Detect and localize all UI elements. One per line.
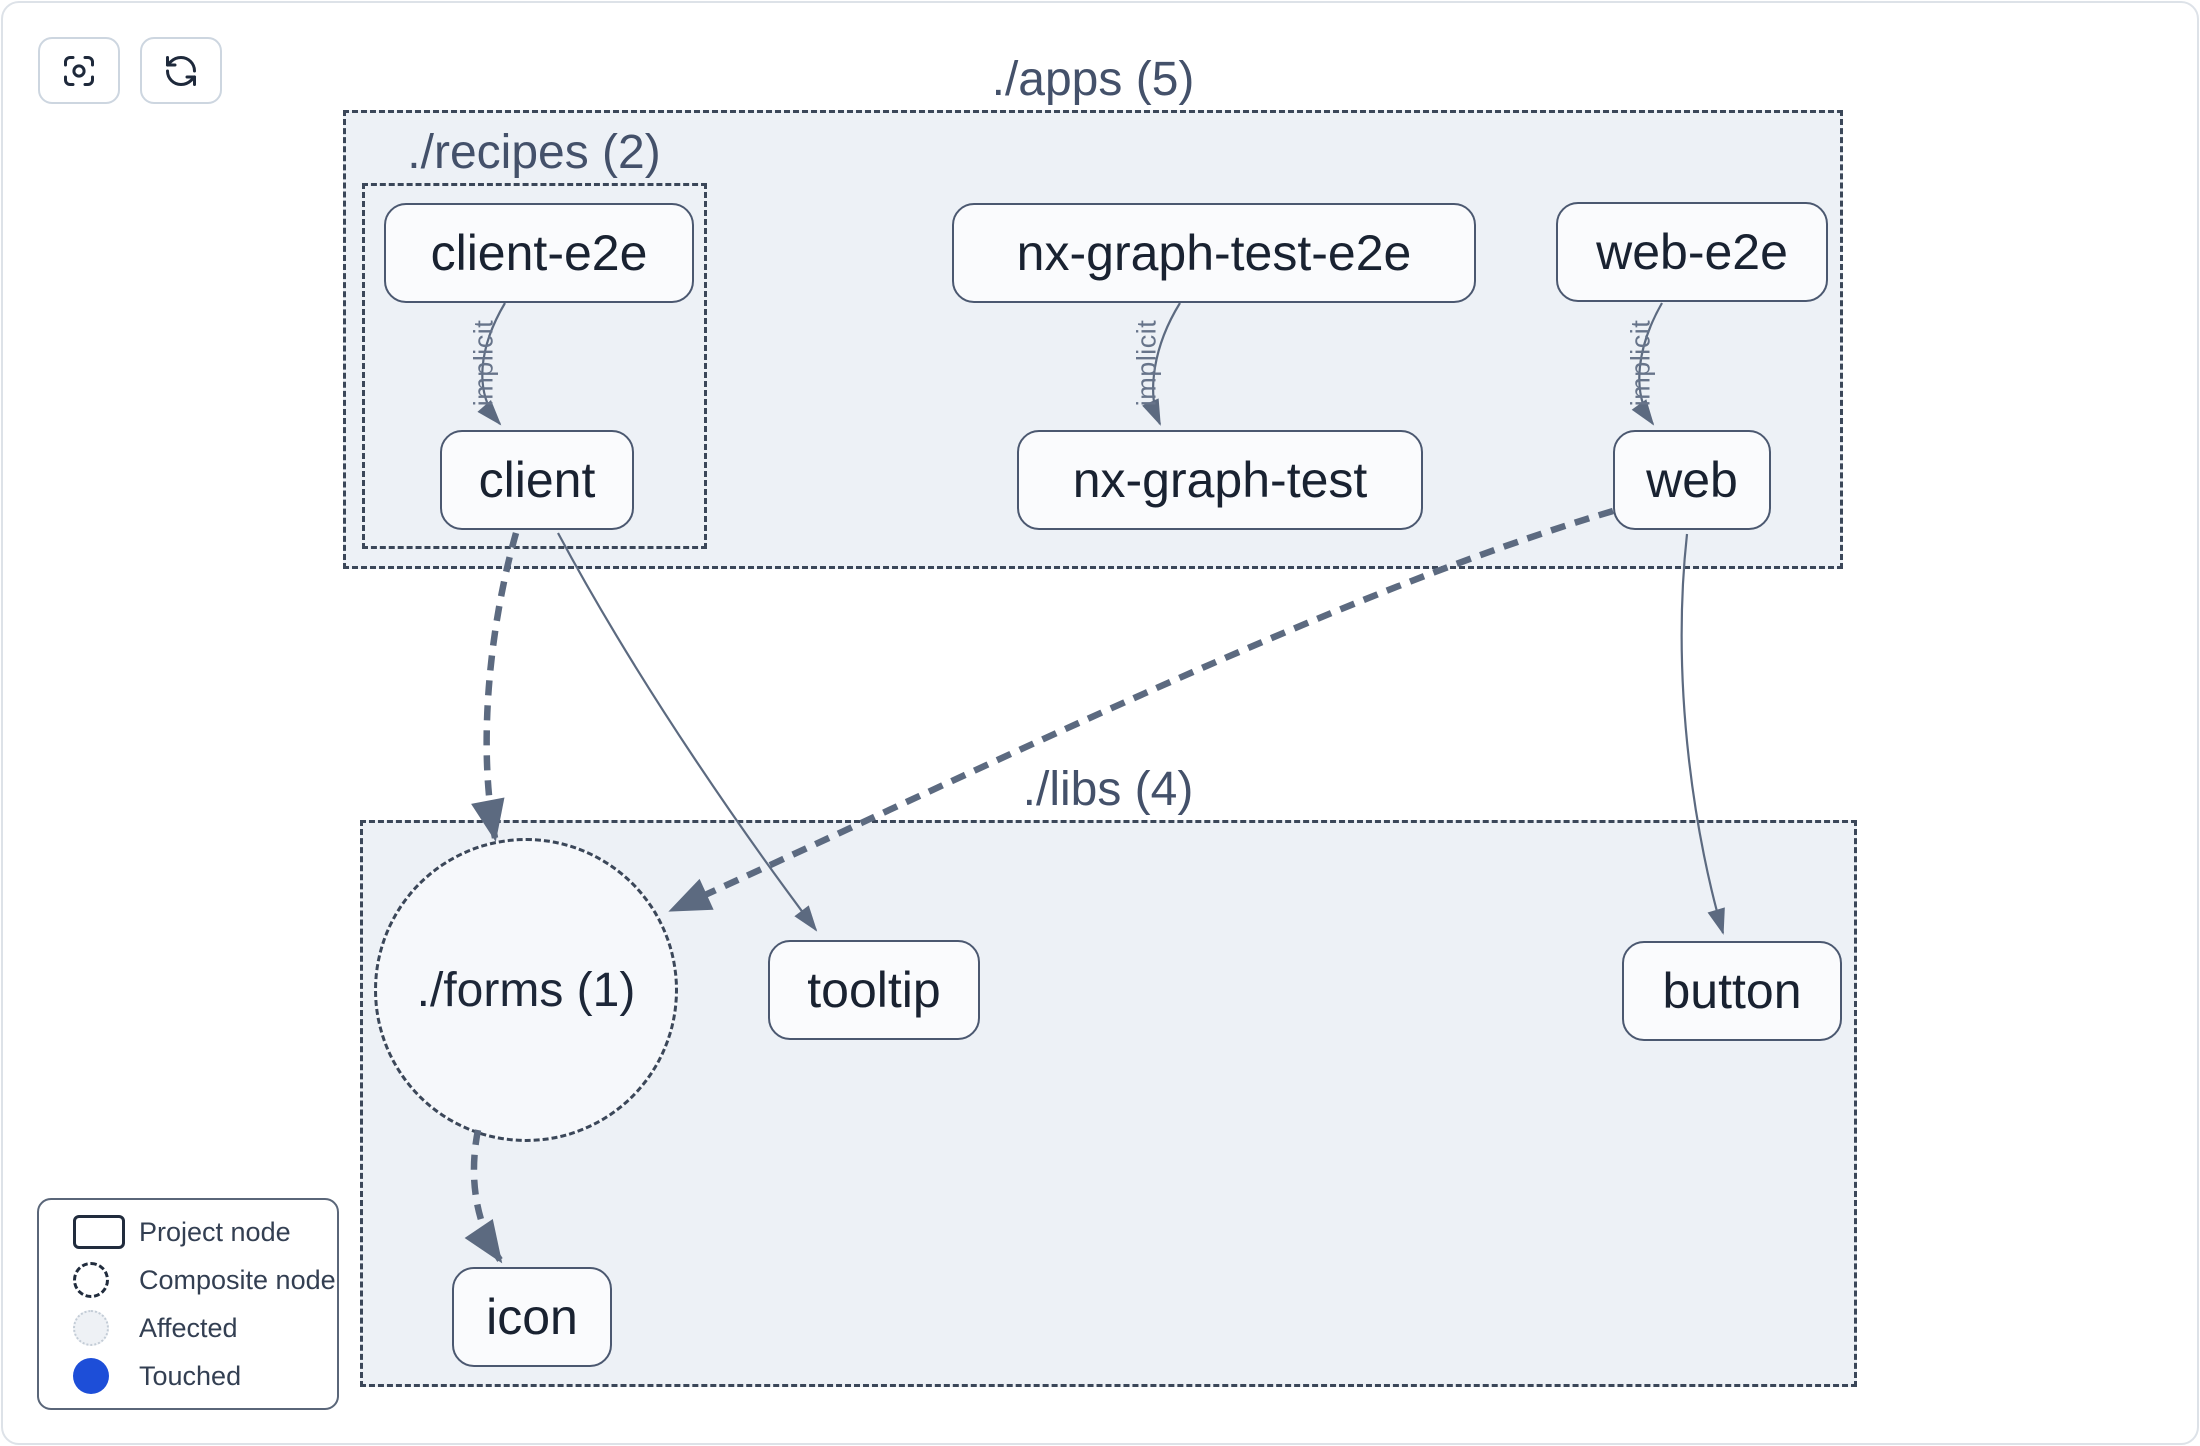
legend-label: Touched [139, 1360, 242, 1391]
legend-row: Touched [39, 1354, 337, 1398]
project-node-swatch [73, 1215, 133, 1249]
edge-label-implicit: implicit [1625, 319, 1656, 407]
refresh-button[interactable] [140, 37, 222, 104]
legend-label: Project node [139, 1216, 291, 1247]
toolbar [38, 37, 222, 104]
edge-label-implicit: implicit [1131, 319, 1162, 407]
node-tooltip[interactable]: tooltip [768, 940, 980, 1040]
composite-node-forms-label: ./forms (1) [416, 963, 636, 1017]
node-web[interactable]: web [1613, 430, 1771, 530]
edge-label-implicit: implicit [468, 319, 499, 407]
node-icon[interactable]: icon [452, 1267, 612, 1367]
legend-row: Project node [39, 1210, 337, 1254]
legend-row: Composite node [39, 1258, 337, 1302]
legend-label: Composite node [139, 1264, 336, 1295]
group-recipes-label: ./recipes (2) [407, 126, 661, 179]
composite-node-forms[interactable]: ./forms (1) [374, 838, 678, 1142]
legend-row: Affected [39, 1306, 337, 1350]
affected-swatch [73, 1310, 133, 1346]
group-recipes [362, 183, 707, 549]
center-graph-button[interactable] [38, 37, 120, 104]
composite-node-swatch [73, 1262, 133, 1298]
node-button[interactable]: button [1622, 941, 1842, 1041]
node-nx-graph-test-e2e[interactable]: nx-graph-test-e2e [952, 203, 1476, 303]
node-web-e2e[interactable]: web-e2e [1556, 202, 1828, 302]
edge-client-to-forms[interactable] [471, 532, 520, 842]
legend-label: Affected [139, 1312, 238, 1343]
group-libs-label: ./libs (4) [1022, 763, 1194, 816]
node-client[interactable]: client [440, 430, 634, 530]
node-nx-graph-test[interactable]: nx-graph-test [1017, 430, 1423, 530]
touched-swatch [73, 1358, 133, 1394]
legend: Project node Composite node Affected Tou… [37, 1198, 339, 1410]
group-apps-label: ./apps (5) [991, 53, 1195, 106]
refresh-icon [166, 55, 196, 86]
focus-center-icon [64, 55, 94, 86]
node-client-e2e[interactable]: client-e2e [384, 203, 694, 303]
